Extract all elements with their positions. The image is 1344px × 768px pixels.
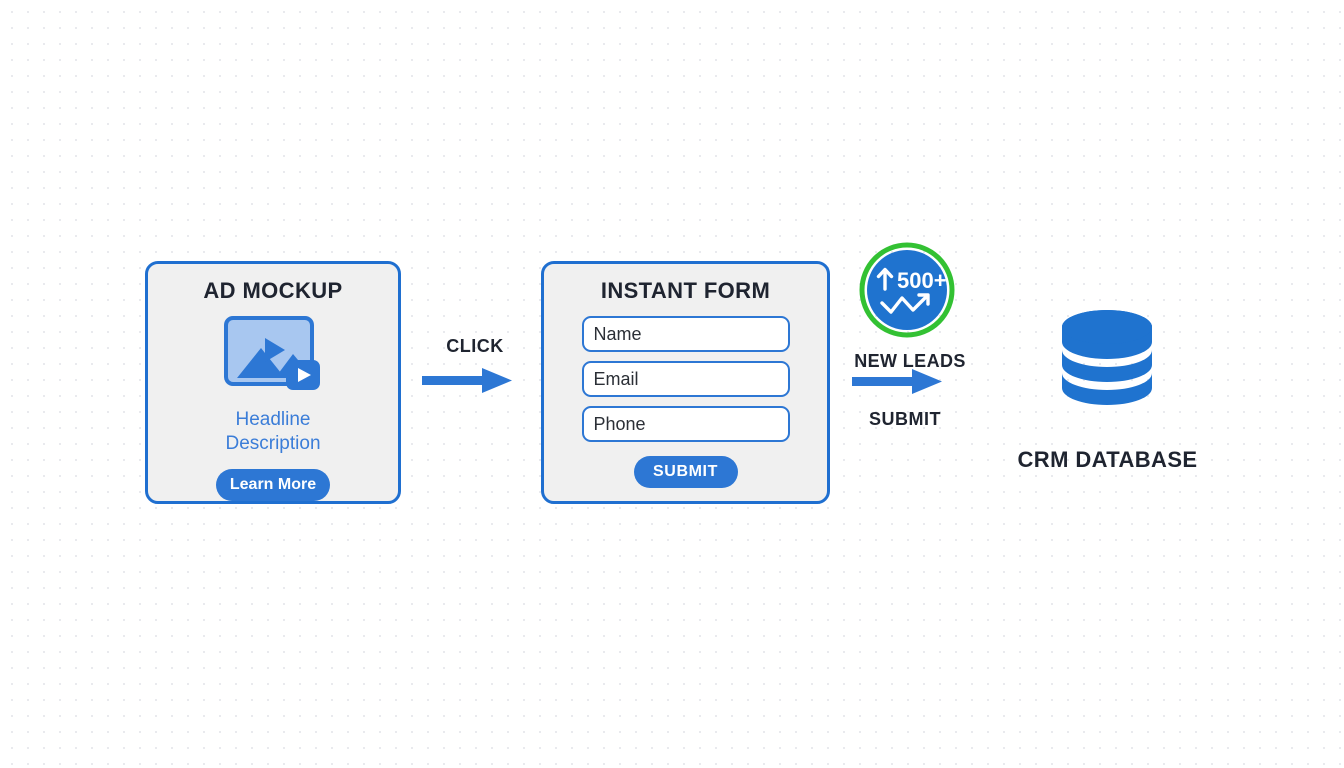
new-leads-badge-icon: 500+ (859, 242, 955, 338)
ad-headline-block: Headline Description (225, 408, 320, 456)
new-leads-label: NEW LEADS (854, 351, 966, 371)
ad-description: Description (225, 433, 321, 454)
new-leads-badge-group: 500+ NEW LEADS (845, 240, 975, 372)
arrow-right-icon (422, 368, 512, 393)
phone-field[interactable] (581, 406, 790, 442)
form-submit-button[interactable]: SUBMIT (633, 456, 738, 488)
image-video-thumbnail-icon (223, 316, 323, 396)
crm-database-label: CRM DATABASE (1017, 447, 1198, 472)
ad-mockup-card[interactable]: AD MOCKUP Headline Description Learn Mor… (145, 261, 401, 504)
crm-database-group: CRM DATABASE (1010, 305, 1205, 473)
instant-form-title: INSTANT FORM (600, 278, 771, 303)
submit-connector: SUBMIT (850, 368, 960, 430)
learn-more-button[interactable]: Learn More (216, 469, 330, 501)
arrow-up-icon (876, 267, 894, 291)
submit-connector-label: SUBMIT (869, 409, 941, 429)
name-field[interactable] (581, 316, 790, 352)
click-label: CLICK (446, 336, 504, 356)
email-field[interactable] (581, 361, 790, 397)
instant-form-card[interactable]: INSTANT FORM SUBMIT (541, 261, 830, 504)
database-cylinder-icon (1062, 310, 1152, 405)
ad-mockup-title: AD MOCKUP (203, 278, 343, 303)
arrow-right-icon (852, 369, 942, 394)
trending-up-line-icon (880, 293, 930, 314)
ad-headline: Headline (235, 409, 311, 430)
click-connector: CLICK (420, 336, 530, 400)
leads-count: 500+ (897, 268, 947, 293)
